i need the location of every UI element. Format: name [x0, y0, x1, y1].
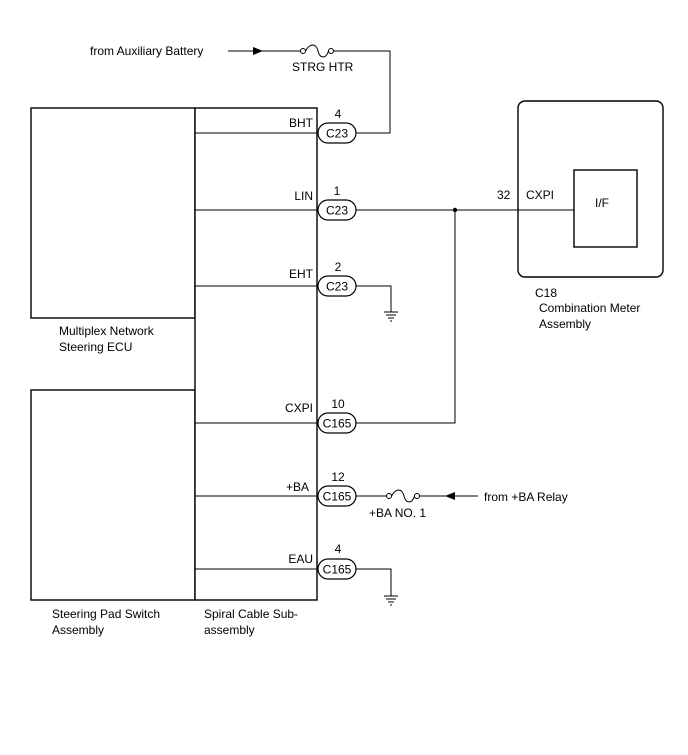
spiral-cable-box [194, 107, 318, 601]
steering-pad-label-line1: Steering Pad Switch [52, 607, 160, 621]
terminal-name: CXPI [285, 401, 313, 415]
connector-label: C165 [323, 563, 352, 577]
pin-number: 12 [331, 470, 345, 484]
connector-oval [317, 122, 357, 144]
ba-no1-fuse-icon [386, 489, 420, 503]
meter-terminal-name: CXPI [526, 188, 554, 202]
wire-eau-ground [356, 568, 392, 596]
steering-ecu-box [30, 107, 196, 319]
aux-battery-label: from Auxiliary Battery [90, 44, 203, 58]
strg-htr-fuse-icon [300, 44, 334, 58]
pin-number: 2 [335, 260, 342, 274]
wire-eht-ground [356, 285, 392, 312]
ba-relay-label: from +BA Relay [484, 490, 568, 504]
meter-name-line1: Combination Meter [539, 301, 640, 315]
terminal-name: EHT [289, 267, 314, 281]
meter-name-line2: Assembly [539, 317, 591, 331]
wire-fuse-to-bht [333, 50, 391, 134]
connector-label: C165 [323, 490, 352, 504]
ba-no1-fuse-label: +BA NO. 1 [369, 506, 426, 520]
connector-label: C23 [326, 280, 348, 294]
terminal-name: +BA [286, 480, 309, 494]
wire-cxpi-branch [356, 210, 456, 424]
pin-number: 1 [334, 184, 341, 198]
connector-oval [317, 275, 357, 297]
connector-oval [317, 199, 357, 221]
connector-label: C165 [323, 417, 352, 431]
ground-icon-eau [384, 595, 398, 606]
steering-pad-switch-box [30, 389, 196, 601]
pin-number: 4 [335, 107, 342, 121]
meter-interface-label: I/F [595, 196, 609, 210]
steering-ecu-label-line1: Multiplex Network [59, 324, 155, 338]
connector-label: C23 [326, 204, 348, 218]
terminal-name: LIN [294, 189, 313, 203]
pin-number: 4 [335, 542, 342, 556]
steering-pad-label-line2: Assembly [52, 623, 104, 637]
connector-oval [317, 558, 357, 580]
meter-interface-box [573, 169, 638, 248]
steering-ecu-label-line2: Steering ECU [59, 340, 132, 354]
spiral-cable-label-line1: Spiral Cable Sub- [204, 607, 298, 621]
connector-oval [317, 412, 357, 434]
terminal-name: EAU [288, 552, 313, 566]
meter-pin-number: 32 [497, 188, 511, 202]
pin-number: 10 [331, 397, 345, 411]
terminal-name: BHT [289, 116, 314, 130]
connector-label: C23 [326, 127, 348, 141]
ground-icon-eht [384, 311, 398, 322]
strg-htr-fuse-label: STRG HTR [292, 60, 354, 74]
connector-oval [317, 485, 357, 507]
meter-connector-code: C18 [535, 286, 557, 300]
spiral-cable-label-line2: assembly [204, 623, 255, 637]
